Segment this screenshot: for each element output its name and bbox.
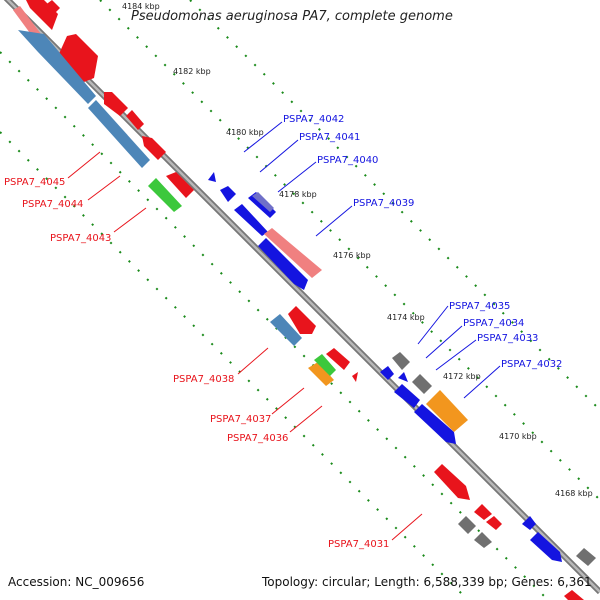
leader-line [243, 121, 283, 153]
gene-label[interactable]: PSPA7_4033 [477, 333, 538, 344]
map-title: Pseudomonas aeruginosa PA7, complete gen… [131, 9, 453, 24]
gene-arrow[interactable] [426, 390, 468, 432]
gene-label[interactable]: PSPA7_4034 [463, 318, 524, 329]
tick-label: 4168 kbp [555, 489, 593, 498]
gene-label[interactable]: PSPA7_4031 [328, 539, 389, 550]
gene-arrow[interactable] [44, 0, 60, 16]
gene-arrow[interactable] [412, 374, 432, 394]
gene-arrow[interactable] [434, 464, 470, 500]
leader-line [67, 151, 101, 179]
gene-arrow[interactable] [458, 516, 476, 534]
reverse-label-leaders [67, 151, 423, 541]
guide-line-outer-1 [99, 0, 600, 501]
gene-label[interactable]: PSPA7_4042 [283, 114, 344, 125]
gene-arrow[interactable] [576, 548, 596, 566]
forward-strand-genes [208, 172, 596, 566]
reverse-strand-genes [13, 0, 584, 600]
gene-label[interactable]: PSPA7_4037 [210, 414, 271, 425]
gene-arrow[interactable] [148, 178, 182, 212]
gene-label[interactable]: PSPA7_4040 [317, 155, 378, 166]
leader-line [259, 139, 299, 173]
gene-arrow[interactable] [308, 362, 334, 386]
gene-label[interactable]: PSPA7_4041 [299, 132, 360, 143]
gene-arrow[interactable] [474, 504, 492, 520]
gene-arrow[interactable] [486, 516, 502, 530]
gene-arrow[interactable] [264, 228, 322, 278]
gene-arrow[interactable] [394, 384, 420, 408]
leader-line [425, 325, 463, 359]
reverse-gene-labels: PSPA7_4045 PSPA7_4044 PSPA7_4043 PSPA7_4… [4, 177, 389, 550]
gene-arrow[interactable] [252, 192, 274, 212]
forward-gene-labels: PSPA7_4042 PSPA7_4041 PSPA7_4040 PSPA7_4… [283, 114, 562, 370]
gene-arrow[interactable] [258, 238, 308, 290]
accession-text: Accession: NC_009656 [8, 575, 145, 589]
tick-label: 4184 kbp [122, 2, 160, 11]
gene-label[interactable]: PSPA7_4035 [449, 301, 510, 312]
gene-arrow[interactable] [58, 34, 98, 82]
gene-arrow[interactable] [88, 100, 150, 168]
gene-arrow[interactable] [522, 516, 536, 530]
gene-arrow[interactable] [530, 532, 562, 562]
gene-arrow[interactable] [18, 30, 96, 104]
gene-label[interactable]: PSPA7_4039 [353, 198, 414, 209]
leader-line [391, 513, 423, 541]
gene-label[interactable]: PSPA7_4038 [173, 374, 234, 385]
gene-label[interactable]: PSPA7_4032 [501, 359, 562, 370]
gene-arrow[interactable] [326, 348, 350, 370]
leader-line [237, 347, 269, 375]
gene-arrow[interactable] [270, 314, 302, 346]
kbp-ticks: 4184 kbp 4182 kbp 4180 kbp 4178 kbp 4176… [122, 2, 593, 498]
gene-arrow[interactable] [104, 92, 128, 116]
gene-arrow[interactable] [564, 590, 584, 600]
gene-label[interactable]: PSPA7_4036 [227, 433, 288, 444]
gene-arrow[interactable] [352, 372, 358, 382]
forward-label-leaders [243, 121, 501, 399]
leader-line [271, 387, 305, 415]
gene-arrow[interactable] [208, 172, 216, 182]
gene-label[interactable]: PSPA7_4043 [50, 233, 111, 244]
leader-line [289, 405, 323, 433]
gene-arrow[interactable] [398, 372, 408, 382]
tick-label: 4174 kbp [387, 313, 425, 322]
leader-line [277, 161, 317, 193]
gene-label[interactable]: PSPA7_4044 [22, 199, 83, 210]
leader-line [87, 175, 121, 201]
leader-line [315, 205, 353, 237]
gene-arrow[interactable] [314, 354, 336, 376]
gene-arrow[interactable] [414, 404, 456, 444]
gene-arrow[interactable] [474, 532, 492, 548]
leader-line [113, 207, 147, 233]
gene-arrow[interactable] [288, 306, 316, 334]
tick-label: 4180 kbp [226, 128, 264, 137]
gene-arrow[interactable] [142, 136, 166, 160]
gene-arrow[interactable] [166, 172, 194, 198]
tick-label: 4178 kbp [279, 190, 317, 199]
gene-arrow[interactable] [380, 366, 394, 380]
gene-arrow[interactable] [234, 204, 268, 236]
leader-line [435, 339, 477, 371]
gene-label[interactable]: PSPA7_4045 [4, 177, 65, 188]
tick-label: 4182 kbp [173, 67, 211, 76]
genome-summary-text: Topology: circular; Length: 6,588,339 bp… [262, 575, 592, 589]
leader-line [463, 365, 501, 399]
gene-arrow[interactable] [220, 186, 236, 202]
tick-label: 4170 kbp [499, 432, 537, 441]
gene-arrow[interactable] [126, 110, 144, 130]
gene-arrow[interactable] [392, 352, 410, 370]
tick-label: 4176 kbp [333, 251, 371, 260]
tick-label: 4172 kbp [443, 372, 481, 381]
leader-line [417, 305, 449, 345]
